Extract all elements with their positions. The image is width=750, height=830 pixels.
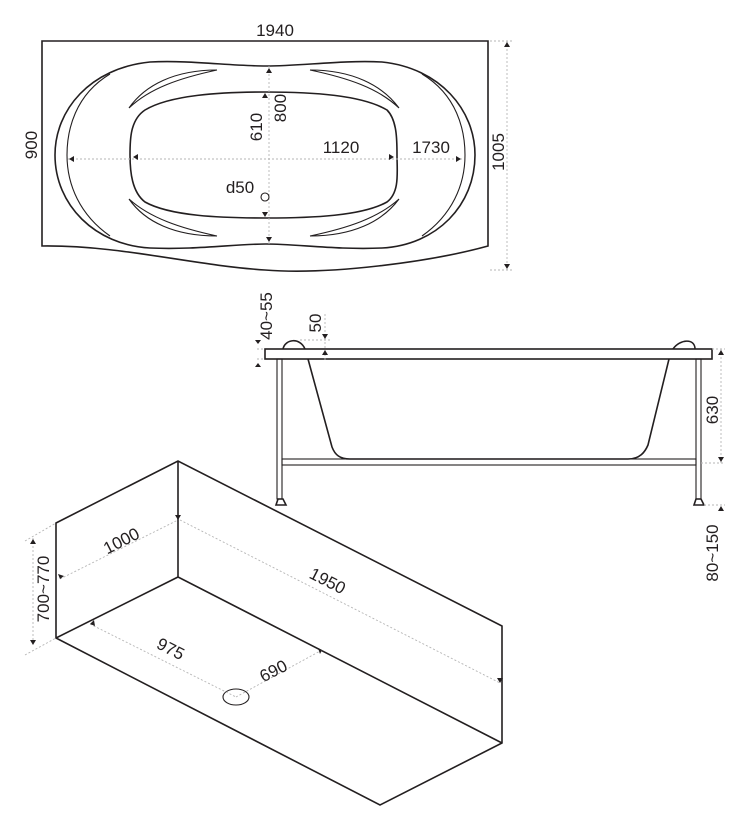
left-headrest	[282, 339, 306, 350]
dim-panel-height: 900	[22, 131, 41, 159]
bowl-outline	[129, 91, 399, 219]
right-leg	[695, 358, 702, 500]
left-foot	[274, 498, 288, 506]
tub-rim	[264, 348, 713, 360]
left-inner-rim	[66, 73, 111, 237]
dim-drain-from-side: 690	[257, 656, 291, 686]
outer-rim-outline	[54, 60, 476, 250]
right-inner-rim	[421, 73, 466, 237]
right-foot	[692, 498, 706, 506]
dim-leg-adjust: 80~150	[703, 524, 722, 581]
tub-body	[307, 358, 670, 460]
isometric-view: 1000 1950 700~770 975 690	[24, 460, 503, 806]
dim-overall-width: 1005	[489, 133, 508, 171]
dim-depth: 630	[703, 396, 722, 424]
top-view: 1940 900 1005 610 800 1120 1730 d50	[22, 21, 512, 272]
side-view: 40~55 50 630 80~150	[255, 292, 725, 582]
frame-crossbar	[281, 458, 697, 466]
dim-rim-height: 40~55	[257, 292, 276, 340]
armrest-crescents	[128, 69, 400, 237]
right-headrest	[672, 340, 696, 350]
dim-headrest: 50	[306, 314, 325, 333]
dim-outer-width: 800	[271, 94, 290, 122]
dim-inner-width: 610	[247, 113, 266, 141]
drain-hole-icon	[222, 688, 250, 706]
drain-icon	[260, 192, 270, 202]
dim-iso-width: 1000	[100, 524, 142, 558]
dim-iso-height: 700~770	[34, 556, 53, 623]
dim-overall-length: 1940	[256, 21, 294, 40]
dimension-arrows	[69, 42, 510, 269]
enclosure-box	[55, 460, 503, 806]
dim-iso-length: 1950	[306, 564, 348, 598]
dim-inner-length: 1120	[323, 138, 360, 157]
top-view-panel	[41, 40, 489, 272]
dim-drain: d50	[226, 178, 254, 197]
dim-outer-length: 1730	[412, 138, 450, 157]
dim-drain-from-end: 975	[154, 634, 188, 664]
left-leg	[276, 358, 283, 500]
